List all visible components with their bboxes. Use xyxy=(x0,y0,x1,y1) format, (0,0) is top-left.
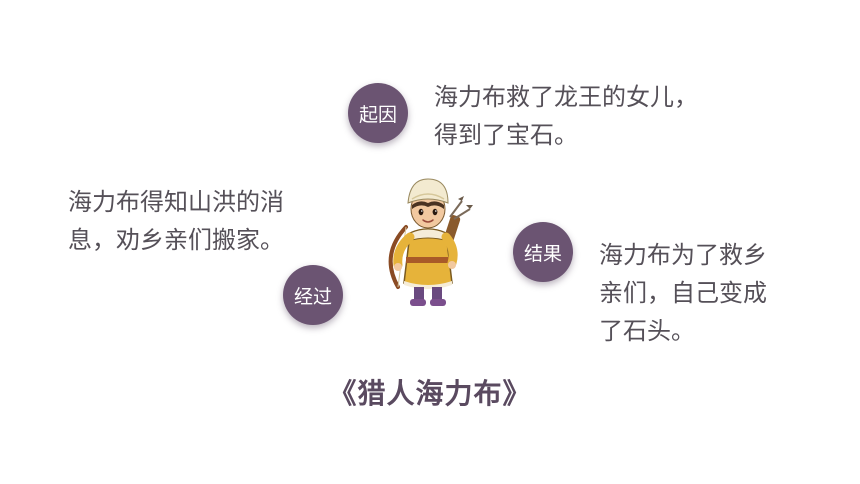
cause-text-line: 得到了宝石。 xyxy=(434,121,578,149)
hunter-with-bow-icon xyxy=(388,178,473,306)
result-text-line: 海力布为了救乡 xyxy=(599,241,767,269)
process-badge: 经过 xyxy=(283,265,343,325)
result-text: 海力布为了救乡 亲们，自己变成 了石头。 xyxy=(599,236,767,350)
process-text: 海力布得知山洪的消 息，劝乡亲们搬家。 xyxy=(68,183,284,259)
result-badge: 结果 xyxy=(513,222,573,282)
cause-badge: 起因 xyxy=(348,83,408,143)
process-text-line: 海力布得知山洪的消 xyxy=(68,188,284,216)
result-text-line: 了石头。 xyxy=(599,317,695,345)
cause-text-line: 海力布救了龙王的女儿， xyxy=(434,83,698,111)
cause-text: 海力布救了龙王的女儿， 得到了宝石。 xyxy=(434,78,698,154)
process-text-line: 息，劝乡亲们搬家。 xyxy=(68,226,284,254)
story-title: 《猎人海力布》 xyxy=(328,377,532,410)
result-text-line: 亲们，自己变成 xyxy=(599,279,767,307)
